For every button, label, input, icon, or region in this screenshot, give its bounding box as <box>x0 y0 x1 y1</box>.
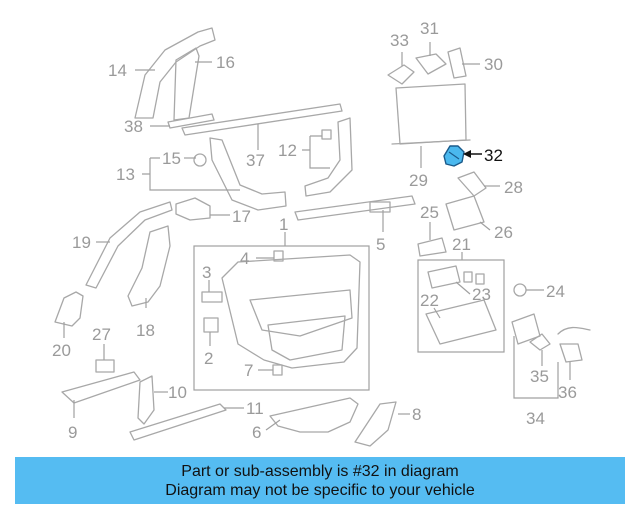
part-4-clip <box>273 250 284 262</box>
callout-37: 37 <box>246 151 265 170</box>
part-33-bracket <box>387 64 415 85</box>
part-36-wire <box>557 326 591 335</box>
callout-26: 26 <box>494 223 513 242</box>
callout-9: 9 <box>68 423 77 442</box>
part-26-switch <box>445 195 485 231</box>
callout-8: 8 <box>412 405 421 424</box>
callout-15: 15 <box>162 149 181 168</box>
part-11-strip <box>129 403 227 441</box>
part-32-detail <box>448 151 460 160</box>
callout-7: 7 <box>244 361 253 380</box>
part-1-door-panel <box>221 254 361 369</box>
callout-22: 22 <box>420 291 439 310</box>
parts-diagram: 14 16 38 37 15 13 12 17 19 18 20 1 4 3 2… <box>52 19 591 447</box>
callout-30: 30 <box>484 55 503 74</box>
part-18-c-pillar-trim <box>127 225 171 307</box>
part-23-switch <box>427 265 461 289</box>
part-1-pocket <box>267 315 346 361</box>
part-10-trim <box>137 375 155 425</box>
part-12-pillar-trim <box>304 117 353 197</box>
callout-1: 1 <box>279 215 288 234</box>
caption-line-2: Diagram may not be specific to your vehi… <box>165 481 475 499</box>
part-29-sunshade <box>395 83 467 145</box>
part-16-pillar-trim <box>173 47 200 121</box>
part-5-switch <box>369 201 391 213</box>
callout-29: 29 <box>409 171 428 190</box>
callout-10: 10 <box>168 383 187 402</box>
part-21-box <box>417 259 505 353</box>
part-35-bulb <box>529 333 551 351</box>
callout-18: 18 <box>136 321 155 340</box>
part-12-clip <box>321 129 332 140</box>
callout-38: 38 <box>124 117 143 136</box>
leader-34 <box>513 336 559 399</box>
part-7-clip <box>272 364 283 376</box>
callout-5: 5 <box>376 235 385 254</box>
callout-2: 2 <box>204 349 213 368</box>
part-1-armrest <box>249 289 353 337</box>
part-28-cover <box>457 171 487 197</box>
part-9-sill-plate <box>61 371 141 404</box>
part-27-clip <box>95 359 115 373</box>
callout-17: 17 <box>232 207 251 226</box>
part-5-garnish <box>294 195 416 221</box>
part-23-button-b <box>475 273 485 285</box>
part-23-button-a <box>463 271 473 283</box>
callout-4: 4 <box>240 249 249 268</box>
part-37-sill-strip <box>181 103 343 136</box>
leader-6 <box>265 419 281 431</box>
leader-32-arrowhead <box>463 150 471 158</box>
callout-28: 28 <box>504 178 523 197</box>
leader-23 <box>455 281 471 295</box>
part-29-rod <box>391 139 471 145</box>
callout-25: 25 <box>420 203 439 222</box>
caption-banner: Part or sub-assembly is #32 in diagram D… <box>15 457 625 504</box>
leader-12 <box>302 135 330 169</box>
callout-36: 36 <box>558 383 577 402</box>
leader-26 <box>479 221 491 231</box>
part-15-clip <box>193 153 207 167</box>
part-20-bracket <box>54 291 84 327</box>
callout-11: 11 <box>246 399 264 418</box>
part-14-pillar-trim <box>134 27 216 119</box>
part-25-handle <box>417 237 447 257</box>
callout-34: 34 <box>526 409 545 428</box>
part-38-weatherstrip <box>167 113 215 129</box>
callout-32-highlighted: 32 <box>484 146 503 165</box>
part-34-lamp <box>511 313 541 345</box>
callout-12: 12 <box>278 141 297 160</box>
door-panel-box <box>193 245 370 391</box>
callout-3: 3 <box>202 263 211 282</box>
part-3-clip <box>201 291 223 303</box>
part-6-cover <box>269 397 359 433</box>
part-22-bezel <box>425 299 497 345</box>
callout-33: 33 <box>390 31 409 50</box>
callout-20: 20 <box>52 341 71 360</box>
callout-27: 27 <box>92 325 111 344</box>
callout-21: 21 <box>452 235 471 254</box>
callout-24: 24 <box>546 282 565 301</box>
part-24-grommet <box>513 283 527 297</box>
callout-6: 6 <box>252 423 261 442</box>
part-13-b-pillar-trim <box>209 137 287 211</box>
part-2-clip <box>203 317 219 333</box>
part-19-roof-rail <box>85 201 173 289</box>
callout-13: 13 <box>116 165 135 184</box>
leader-22 <box>433 307 441 319</box>
callout-14: 14 <box>108 61 127 80</box>
part-17-clip <box>175 197 211 221</box>
callout-19: 19 <box>72 233 91 252</box>
part-36-harness <box>559 343 583 363</box>
caption-line-1: Part or sub-assembly is #32 in diagram <box>181 462 459 480</box>
part-30-bracket <box>447 47 467 79</box>
callout-35: 35 <box>530 367 549 386</box>
part-8-cover <box>354 401 397 447</box>
callout-31: 31 <box>420 19 439 38</box>
callout-16: 16 <box>216 53 235 72</box>
leader-13 <box>142 157 240 191</box>
part-31-bracket <box>415 53 447 75</box>
callout-23: 23 <box>472 285 491 304</box>
